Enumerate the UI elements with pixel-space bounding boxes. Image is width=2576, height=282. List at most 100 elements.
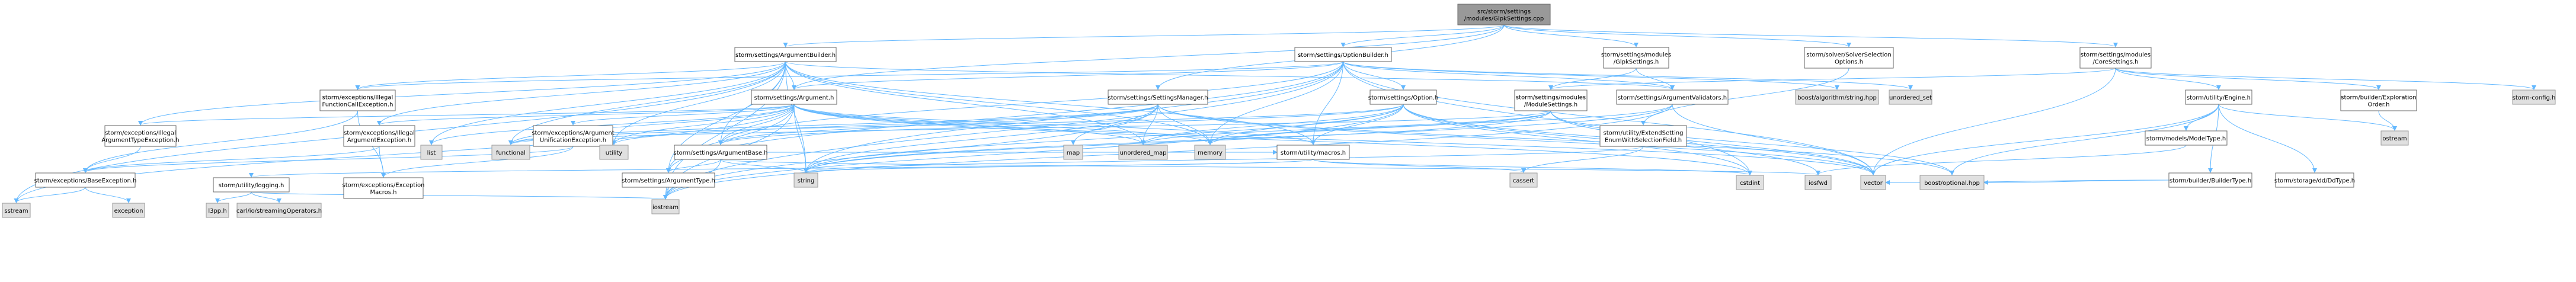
node-box bbox=[2, 203, 31, 218]
node-utilengine[interactable]: storm/utility/Engine.h bbox=[2185, 89, 2252, 105]
node-exception: exception bbox=[112, 203, 145, 218]
edge-line bbox=[793, 104, 808, 173]
edge-line bbox=[1343, 61, 1406, 90]
edge-line bbox=[612, 104, 795, 145]
edge-modeltype-to-iosfwd bbox=[1816, 145, 2187, 175]
node-ddtype[interactable]: storm/storage/dd/DdType.h bbox=[2274, 172, 2355, 188]
edge-line bbox=[1521, 146, 1644, 173]
node-label: storm/utility/macros.h bbox=[1281, 150, 1346, 156]
node-box bbox=[1294, 47, 1392, 62]
edge-settingsmgr-to-unordmap bbox=[1141, 104, 1159, 145]
node-string: string bbox=[793, 172, 818, 188]
node-optionh[interactable]: storm/settings/Option.h bbox=[1368, 89, 1438, 105]
node-extsetting[interactable]: storm/utility/ExtendSettingEnumWithSelec… bbox=[1599, 125, 1687, 147]
node-box bbox=[1889, 89, 1932, 105]
node-label: l3pp.h bbox=[208, 208, 226, 214]
node-modsettings[interactable]: storm/settings/modules/ModuleSettings.h bbox=[1514, 89, 1588, 111]
edge-line bbox=[1403, 104, 1752, 175]
edge-line bbox=[377, 104, 795, 126]
node-label: Options.h bbox=[1835, 59, 1863, 66]
node-glpkh[interactable]: storm/settings/modules/GlpkSettings.h bbox=[1601, 47, 1671, 69]
node-argbase[interactable]: storm/settings/ArgumentBase.h bbox=[673, 145, 768, 160]
edge-argbuilder-to-macros bbox=[785, 61, 1316, 145]
node-macros[interactable]: storm/utility/macros.h bbox=[1276, 145, 1350, 160]
node-label: boost/algorithm/string.hpp bbox=[1797, 95, 1877, 101]
node-buildertype[interactable]: storm/builder/BuilderType.h bbox=[2168, 172, 2252, 188]
node-unordset: unordered_set bbox=[1889, 89, 1932, 105]
edge-argumenth-to-argbase bbox=[718, 104, 795, 145]
node-argumenth[interactable]: storm/settings/Argument.h bbox=[751, 89, 837, 105]
edge-line bbox=[2115, 68, 2536, 90]
node-functional: functional bbox=[491, 145, 530, 160]
node-label: storm/settings/Option.h bbox=[1368, 95, 1438, 101]
node-label: string bbox=[798, 178, 815, 184]
node-label: exception bbox=[114, 208, 143, 214]
edge-argbuilder-to-memory bbox=[785, 61, 1212, 145]
node-argbuilder[interactable]: storm/settings/ArgumentBuilder.h bbox=[734, 47, 837, 62]
edge-line bbox=[138, 104, 795, 126]
edge-argvalidators-to-memory bbox=[1208, 104, 1673, 145]
edge-macros-to-string bbox=[804, 159, 1314, 173]
node-label: functional bbox=[496, 150, 526, 156]
node-label: boost/optional.hpp bbox=[1924, 180, 1980, 187]
node-illegalfunc[interactable]: storm/exceptions/IllegalFunctionCallExce… bbox=[319, 89, 396, 111]
edge-line bbox=[612, 61, 786, 145]
node-label: unordered_set bbox=[1889, 95, 1932, 101]
edge-line bbox=[1141, 104, 1404, 145]
node-label: FunctionCallException.h bbox=[322, 102, 393, 108]
node-label: sstream bbox=[4, 208, 28, 214]
node-label: storm/utility/Engine.h bbox=[2187, 95, 2251, 101]
node-box bbox=[491, 145, 530, 160]
edge-line bbox=[2378, 110, 2397, 131]
node-settingsmgr[interactable]: storm/settings/SettingsManager.h bbox=[1108, 89, 1208, 105]
edge-line bbox=[785, 61, 1675, 90]
edge-line bbox=[785, 61, 808, 173]
node-modeltype[interactable]: storm/models/ModelType.h bbox=[2145, 130, 2228, 146]
edge-line bbox=[1672, 104, 1876, 175]
edge-argbuilder-to-argvalidators bbox=[785, 61, 1675, 90]
node-label: cassert bbox=[1513, 178, 1534, 184]
edge-optbuilder-to-cstdint bbox=[1343, 61, 1752, 175]
node-argtype[interactable]: storm/settings/ArgumentType.h bbox=[622, 172, 715, 188]
node-root[interactable]: src/storm/settings/modules/GlpkSettings.… bbox=[1457, 4, 1551, 25]
node-box bbox=[2079, 47, 2152, 69]
edge-utilengine-to-ostream bbox=[2218, 104, 2397, 131]
node-iosfwd: iosfwd bbox=[1804, 175, 1832, 190]
edge-argumenth-to-list bbox=[429, 104, 795, 145]
node-baseexc[interactable]: storm/exceptions/BaseException.h bbox=[34, 172, 137, 188]
node-logging[interactable]: storm/utility/logging.h bbox=[213, 177, 290, 193]
node-box bbox=[1804, 47, 1894, 69]
node-illegalargtype[interactable]: storm/exceptions/IllegalArgumentTypeExce… bbox=[101, 125, 180, 147]
node-box bbox=[599, 145, 629, 160]
edge-line bbox=[1950, 104, 2219, 175]
node-label: UnificationException.h bbox=[540, 137, 606, 144]
edge-optbuilder-to-vector bbox=[1343, 61, 1876, 175]
node-argunif[interactable]: storm/exceptions/ArgumentUnificationExce… bbox=[532, 125, 615, 147]
node-argvalidators[interactable]: storm/settings/ArgumentValidators.h bbox=[1616, 89, 1729, 105]
node-boostalg: boost/algorithm/string.hpp bbox=[1795, 89, 1879, 105]
edge-illegalfunc-to-baseexc bbox=[83, 110, 358, 173]
node-carlio: carl/io/streamingOperators.h bbox=[236, 203, 322, 218]
node-optbuilder[interactable]: storm/settings/OptionBuilder.h bbox=[1294, 47, 1392, 62]
edge-extsetting-to-cassert bbox=[1521, 146, 1644, 173]
node-label: iostream bbox=[652, 204, 679, 211]
node-illegalarg[interactable]: storm/exceptions/IllegalArgumentExceptio… bbox=[343, 125, 415, 147]
node-box bbox=[343, 125, 415, 147]
edge-argtype-to-iostream bbox=[663, 187, 669, 200]
edge-settingsmgr-to-vector bbox=[1157, 104, 1876, 175]
node-label: /modules/GlpkSettings.cpp bbox=[1464, 16, 1544, 23]
node-unordmap: unordered_map bbox=[1118, 145, 1168, 160]
edge-optbuilder-to-optionh bbox=[1343, 61, 1406, 90]
edge-line bbox=[1503, 24, 1851, 47]
edge-line bbox=[1340, 24, 1505, 47]
edge-argvalidators-to-iostream bbox=[663, 104, 1673, 200]
node-label: storm/utility/ExtendSetting bbox=[1604, 130, 1684, 137]
node-coresettings[interactable]: storm/settings/modules/CoreSettings.h bbox=[2079, 47, 2152, 69]
edge-layer bbox=[14, 24, 2536, 203]
node-label: memory bbox=[1198, 150, 1223, 156]
node-box bbox=[206, 203, 229, 218]
edge-line bbox=[663, 104, 1673, 200]
